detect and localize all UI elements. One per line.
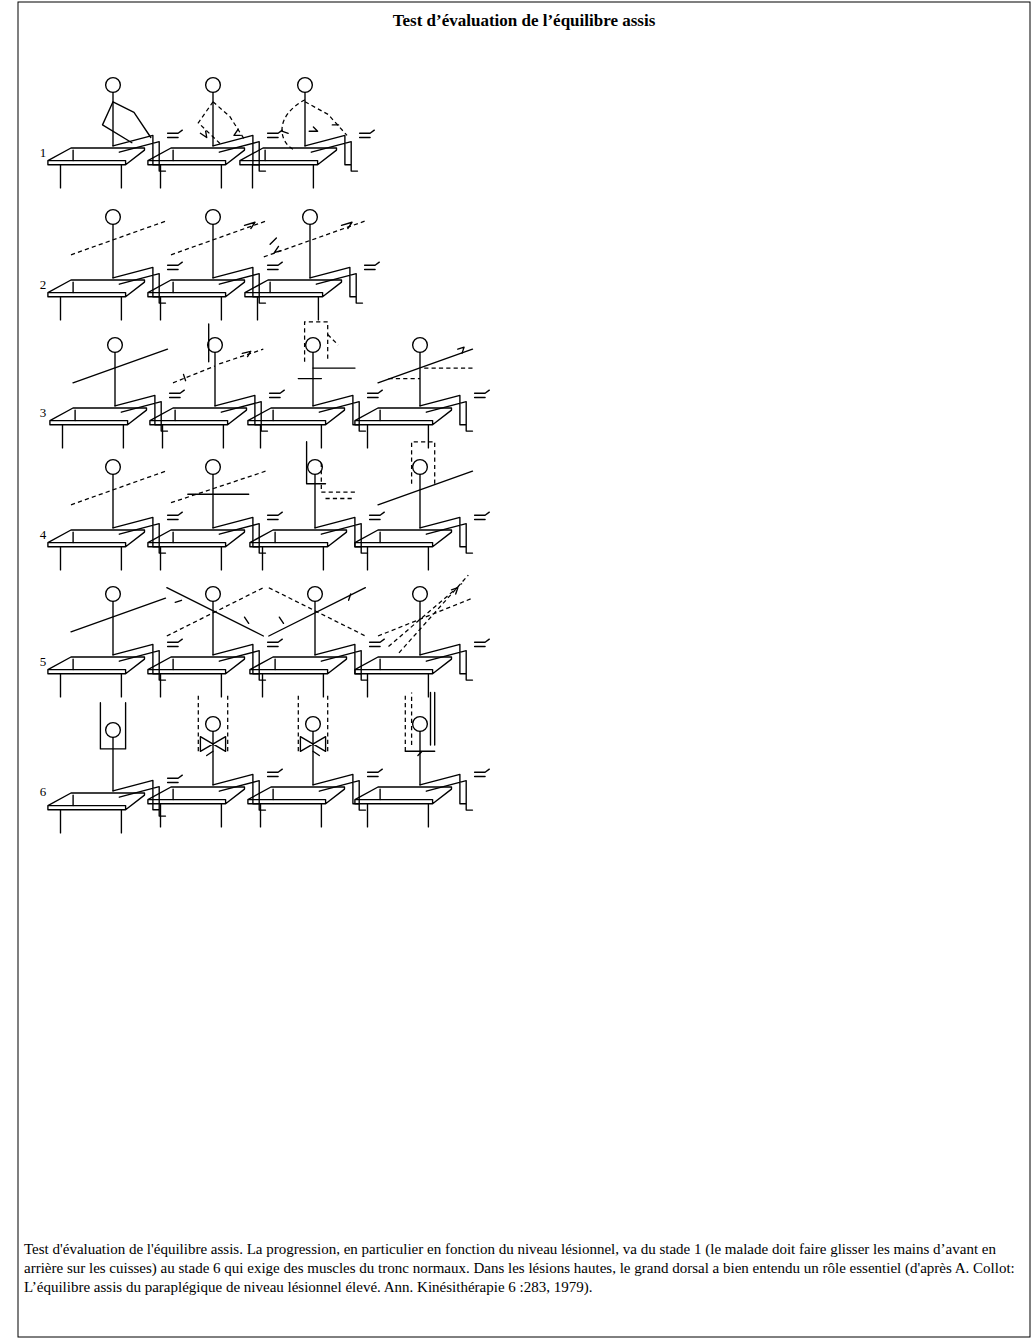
figure-stroke	[148, 210, 282, 320]
frame	[18, 2, 1030, 1337]
figure-stroke	[198, 693, 227, 752]
stage-3-figure	[248, 322, 382, 448]
figure-stroke	[184, 351, 251, 380]
stage-number: 6	[35, 784, 51, 800]
figure-stroke	[378, 575, 473, 653]
figure-stroke	[173, 349, 263, 383]
stage-5-figure	[355, 575, 489, 697]
figure-stroke	[355, 717, 489, 827]
stage-2-figure	[245, 210, 379, 320]
figure-stroke	[452, 588, 458, 594]
figure-stroke	[248, 338, 382, 448]
figure-stroke	[248, 717, 382, 827]
figure-stroke	[307, 442, 326, 484]
figure-stroke	[48, 723, 182, 833]
stage-6-figure	[248, 693, 382, 827]
stage-1-figure	[148, 78, 282, 188]
stage-6-figure	[148, 693, 282, 827]
figure-stroke	[71, 221, 166, 255]
figure-stroke	[148, 78, 282, 188]
figure-stroke	[103, 102, 151, 143]
figure-stroke	[264, 221, 365, 257]
stage-5-figure	[48, 587, 182, 697]
figure-stroke	[298, 368, 355, 379]
figure-stroke	[405, 693, 434, 756]
figure-stroke	[208, 324, 209, 362]
stage-2-figure	[148, 210, 282, 320]
figure-stroke	[405, 693, 411, 752]
figure-stroke	[48, 210, 182, 320]
figure-stroke	[150, 338, 284, 448]
figure-stroke	[245, 210, 379, 320]
figure-stroke	[250, 460, 384, 570]
figure-stroke	[73, 349, 168, 383]
figure-stroke	[279, 594, 350, 623]
stage-6-figure	[355, 693, 489, 827]
figure-stroke	[378, 349, 473, 383]
figure-stroke	[188, 494, 249, 495]
stage-3-figure	[150, 324, 284, 448]
stage-4-figure	[355, 442, 489, 570]
stage-2-figure	[48, 210, 182, 320]
figure-stroke	[48, 587, 182, 697]
figure-stroke	[355, 338, 489, 448]
stage-5-figure	[250, 587, 384, 697]
figure-stroke	[200, 737, 225, 756]
stage-4-figure	[48, 460, 182, 570]
figure-stroke	[200, 129, 240, 137]
figure-stroke	[71, 598, 166, 632]
figure-stroke	[240, 78, 374, 188]
figure-stroke	[50, 338, 184, 448]
stage-3-figure	[355, 338, 489, 448]
figure-stroke	[389, 368, 473, 379]
stage-4-figure	[250, 442, 384, 570]
figure-stroke	[245, 222, 256, 228]
stage-6-figure	[48, 703, 182, 833]
figure-stroke	[71, 471, 166, 505]
figure-stroke	[300, 737, 325, 756]
figure-stroke	[282, 100, 347, 150]
figure-stroke	[198, 102, 244, 145]
figure-stroke	[378, 471, 473, 505]
figure-stroke	[270, 222, 352, 252]
figure-stroke	[175, 600, 249, 623]
figure-stroke	[171, 221, 266, 255]
stage-1-figure	[240, 78, 374, 188]
stage-1-figure	[48, 78, 182, 188]
figure-stroke	[48, 460, 182, 570]
stage-3-figure	[50, 338, 184, 448]
figure-stroke	[269, 588, 366, 636]
figure-stroke	[48, 78, 182, 188]
figure-stroke	[269, 588, 366, 636]
stage-number: 3	[35, 405, 51, 421]
figure-stroke	[412, 442, 435, 484]
figure-stroke	[458, 347, 464, 353]
figure-stroke	[298, 693, 327, 752]
figure-stroke	[282, 125, 339, 133]
figure-stroke	[321, 463, 357, 499]
figure-stroke	[250, 587, 384, 697]
figure-stroke	[167, 588, 264, 636]
figure-stroke	[355, 460, 489, 570]
figure-stroke	[355, 587, 489, 697]
figure-stroke	[148, 717, 282, 827]
stage-number: 4	[35, 527, 51, 543]
figure-stroke	[305, 322, 328, 362]
figure-stroke	[171, 471, 266, 503]
stage-number: 1	[35, 145, 51, 161]
stage-number: 5	[35, 654, 51, 670]
title: Test d’évaluation de l’équilibre assis	[18, 11, 1030, 31]
figure-stroke	[328, 335, 339, 346]
caption: Test d'évaluation de l'équilibre assis. …	[24, 1240, 1024, 1297]
stage-number: 2	[35, 277, 51, 293]
figure-stroke	[100, 703, 125, 749]
figure-stroke	[167, 588, 264, 636]
